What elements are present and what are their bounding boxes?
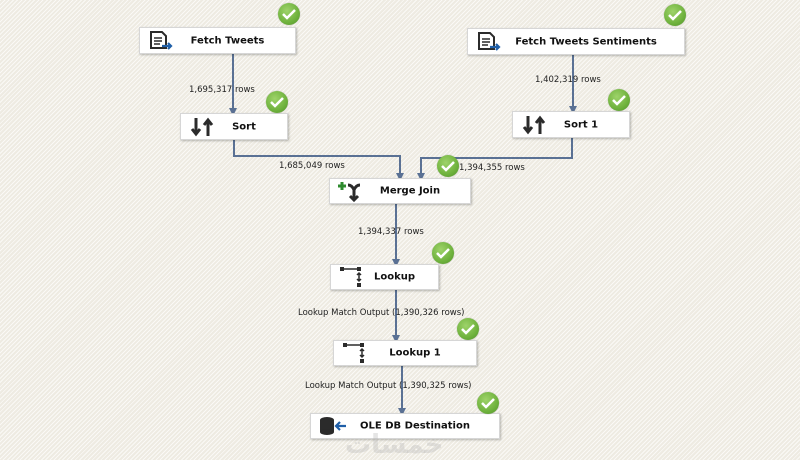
node-label: Sort 1 [563,119,599,130]
success-check-icon [608,89,630,111]
node-fetch-tweets-sentiments[interactable]: Fetch Tweets Sentiments [467,28,685,55]
node-fetch-tweets[interactable]: Fetch Tweets [139,27,296,54]
connector-row-count-label: Lookup Match Output (1,390,326 rows) [298,308,465,318]
success-check-icon [266,91,288,113]
node-lookup-1[interactable]: Lookup 1 [333,340,477,366]
node-merge-join[interactable]: Merge Join [329,178,471,204]
node-label: Fetch Tweets Sentiments [515,36,657,47]
success-check-icon [432,242,454,264]
node-label: OLE DB Destination [360,420,470,432]
node-ole-db-destination[interactable]: OLE DB Destination [310,413,500,439]
connector-sort-1-to-merge-join[interactable] [417,138,573,181]
node-label: Fetch Tweets [190,35,265,46]
source-document-icon [476,31,506,53]
node-label: Merge Join [379,185,441,197]
connector-row-count-label: Lookup Match Output (1,390,325 rows) [305,381,472,391]
connector-row-count-label: 1,695,317 rows [189,85,255,95]
node-lookup[interactable]: Lookup [330,264,439,290]
database-destination-icon [319,415,349,437]
merge-join-icon [338,180,368,203]
connector-row-count-label: 1,394,337 rows [358,227,424,237]
sort-icon [189,116,219,138]
success-check-icon [457,318,479,340]
connector-row-count-label: 1,685,049 rows [279,161,345,171]
watermark: خمسات [345,430,444,460]
node-label: Lookup 1 [389,347,441,359]
success-check-icon [477,392,499,414]
node-sort[interactable]: Sort [180,113,288,140]
sort-icon [521,114,551,136]
node-label: Lookup [373,271,416,283]
connector-sort-to-merge-join[interactable] [233,140,404,181]
node-label: Sort [232,121,256,132]
connector-row-count-label: 1,402,319 rows [535,75,601,85]
lookup-icon [339,266,369,288]
success-check-icon [664,4,686,26]
connector-row-count-label: 1,394,355 rows [459,163,525,173]
lookup-icon [342,342,372,364]
success-check-icon [437,155,459,177]
success-check-icon [278,3,300,25]
node-sort-1[interactable]: Sort 1 [512,111,630,138]
source-document-icon [148,30,178,52]
